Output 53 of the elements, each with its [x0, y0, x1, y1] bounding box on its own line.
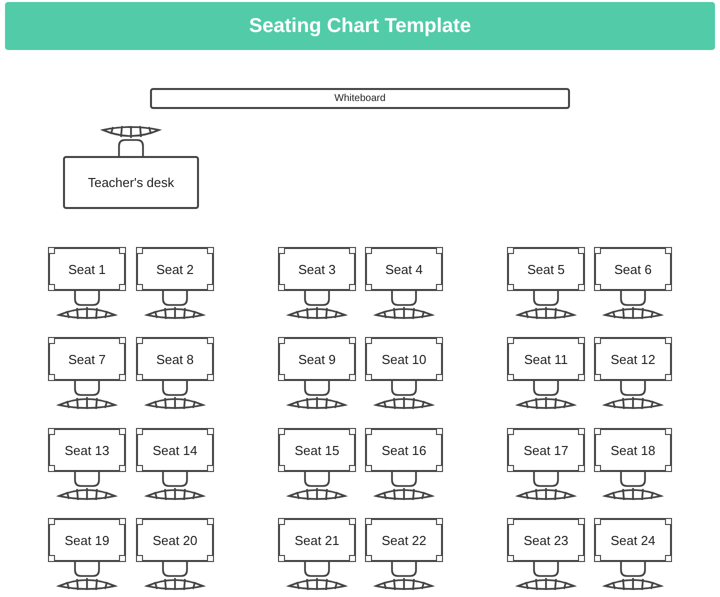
whiteboard-label: Whiteboard: [334, 93, 386, 104]
seat-label: Seat 24: [610, 532, 656, 548]
seat-label: Seat 19: [64, 532, 110, 548]
seat-label: Seat 21: [294, 532, 340, 548]
student-desk: [507, 428, 585, 472]
seat-label: Seat 7: [68, 352, 106, 366]
student-desk: [278, 337, 356, 381]
student-desk: [365, 428, 443, 472]
seat-label: Seat 11: [524, 352, 568, 366]
student-desk: [136, 428, 214, 472]
student-desk: [365, 518, 443, 562]
student-desk: [136, 337, 214, 381]
whiteboard: [150, 88, 570, 109]
student-desk: [48, 428, 126, 472]
student-desk: [594, 337, 672, 381]
seat-label: Seat 23: [524, 532, 568, 548]
seat-label: Seat 14: [152, 442, 198, 458]
title-banner: Seating Chart Template: [5, 2, 715, 50]
student-desk: [365, 337, 443, 381]
student-desk: [48, 518, 126, 562]
student-desk: [48, 247, 126, 291]
seat-label: Seat 13: [64, 442, 110, 458]
teacher-desk: [63, 156, 199, 209]
seat-label: Seat 16: [382, 442, 426, 458]
seat-label: Seat 22: [382, 532, 426, 548]
seat-label: Seat 15: [294, 442, 340, 458]
seat-label: Seat 9: [298, 352, 336, 366]
student-desk: [136, 247, 214, 291]
seat-label: Seat 20: [152, 532, 198, 548]
student-desk: [278, 247, 356, 291]
student-desk: [278, 518, 356, 562]
student-desk: [507, 518, 585, 562]
seat-label: Seat 3: [298, 262, 336, 276]
seat-label: Seat 5: [527, 262, 565, 276]
student-desk: [594, 247, 672, 291]
student-desk: [136, 518, 214, 562]
student-desk: [507, 247, 585, 291]
seat-label: Seat 1: [68, 262, 106, 276]
seat-label: Seat 4: [385, 262, 423, 276]
seat-label: Seat 17: [524, 442, 568, 458]
desk-label: Teacher's desk: [88, 175, 174, 190]
student-desk: [594, 428, 672, 472]
seat-label: Seat 8: [156, 352, 194, 366]
student-desk: [48, 337, 126, 381]
seat-label: Seat 2: [156, 262, 194, 276]
seat-label: Seat 18: [610, 442, 656, 458]
seat-label: Seat 6: [614, 262, 652, 276]
student-desk: [594, 518, 672, 562]
student-desk: [278, 428, 356, 472]
seat-label: Seat 12: [610, 352, 656, 366]
student-desk: [365, 247, 443, 291]
seat-label: Seat 10: [382, 352, 426, 366]
student-desk: [507, 337, 585, 381]
